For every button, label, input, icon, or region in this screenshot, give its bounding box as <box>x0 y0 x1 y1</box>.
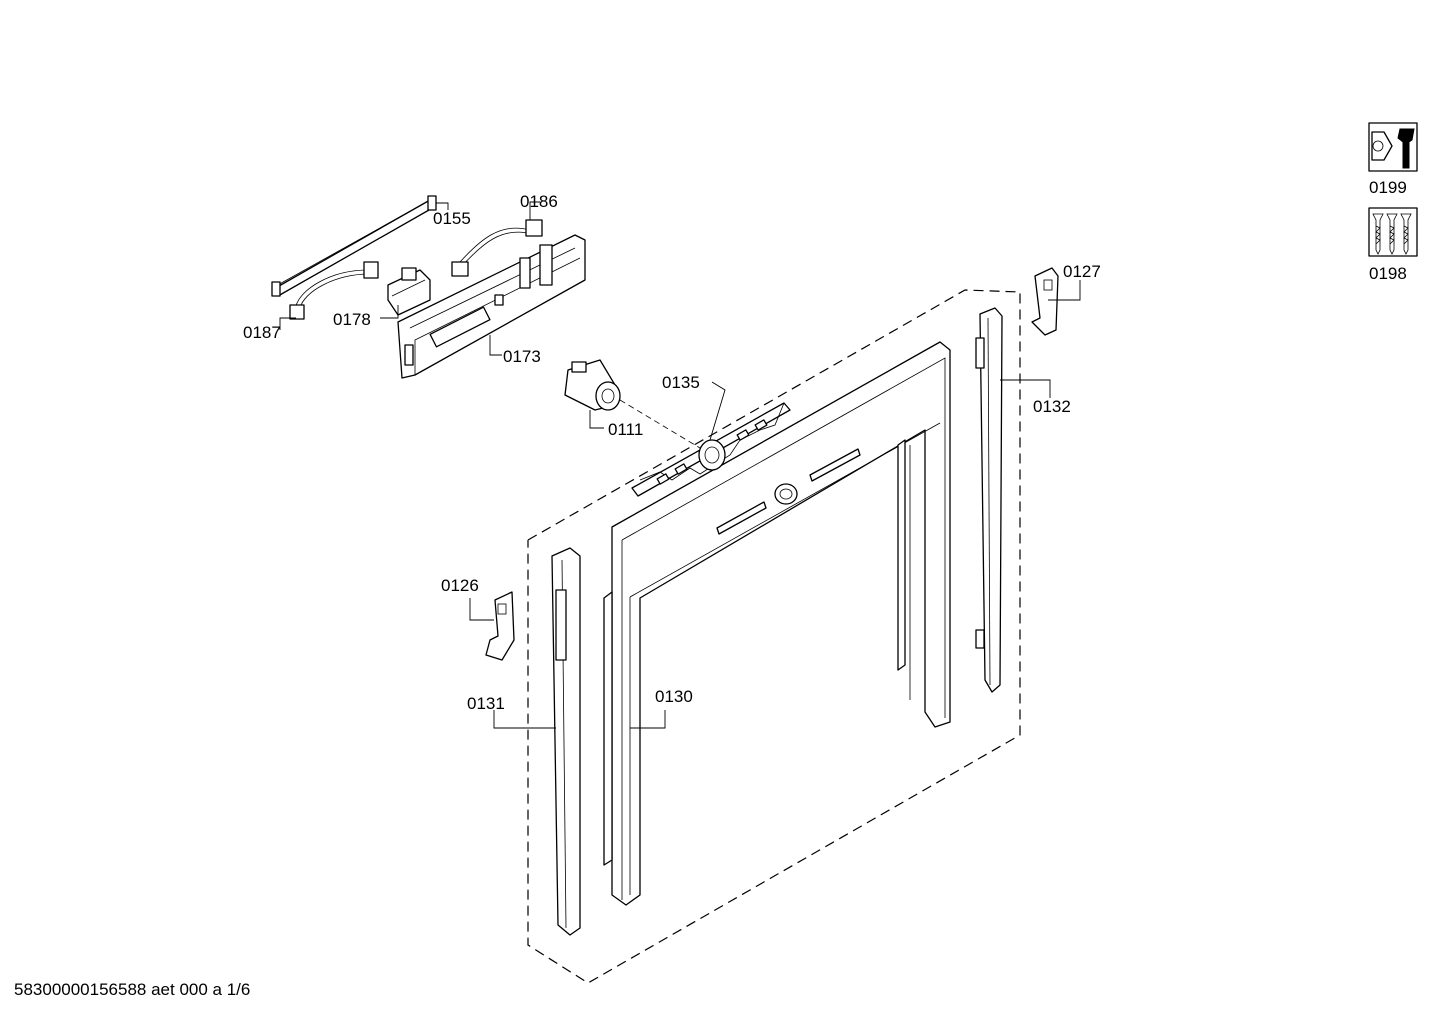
bracket-right <box>1031 267 1059 336</box>
support-rail <box>271 195 437 297</box>
label-0135: 0135 <box>662 373 700 392</box>
bracket-left <box>485 591 515 661</box>
label-0173: 0173 <box>503 347 541 366</box>
control-bracket <box>631 402 791 497</box>
part-labels: 0155 0186 0187 0178 0173 0111 0135 0127 … <box>243 192 1101 713</box>
leader-lines <box>279 201 1081 729</box>
side-rail-left <box>551 547 581 936</box>
control-knob <box>564 359 701 449</box>
label-0178: 0178 <box>333 310 371 329</box>
side-rail-right <box>975 307 1003 693</box>
label-0132: 0132 <box>1033 397 1071 416</box>
label-0186: 0186 <box>520 192 558 211</box>
front-frame <box>603 341 951 906</box>
label-0131: 0131 <box>467 694 505 713</box>
label-0111: 0111 <box>608 420 643 439</box>
label-0126: 0126 <box>441 576 479 595</box>
label-0127: 0127 <box>1063 262 1101 281</box>
label-0130: 0130 <box>655 687 693 706</box>
screws-icon <box>1368 207 1418 257</box>
control-module <box>397 234 586 379</box>
legend: 0199 0198 <box>1368 122 1418 283</box>
switch-component <box>387 267 431 316</box>
cable-harness <box>289 219 543 320</box>
assembly-boundary <box>527 289 1021 984</box>
label-0187: 0187 <box>243 323 281 342</box>
document-reference: 58300000156588 aet 000 a 1/6 <box>14 980 251 999</box>
label-0199: 0199 <box>1369 178 1407 197</box>
label-0155: 0155 <box>433 209 471 228</box>
label-0198: 0198 <box>1369 264 1407 283</box>
wrench-nut-icon <box>1368 122 1418 172</box>
